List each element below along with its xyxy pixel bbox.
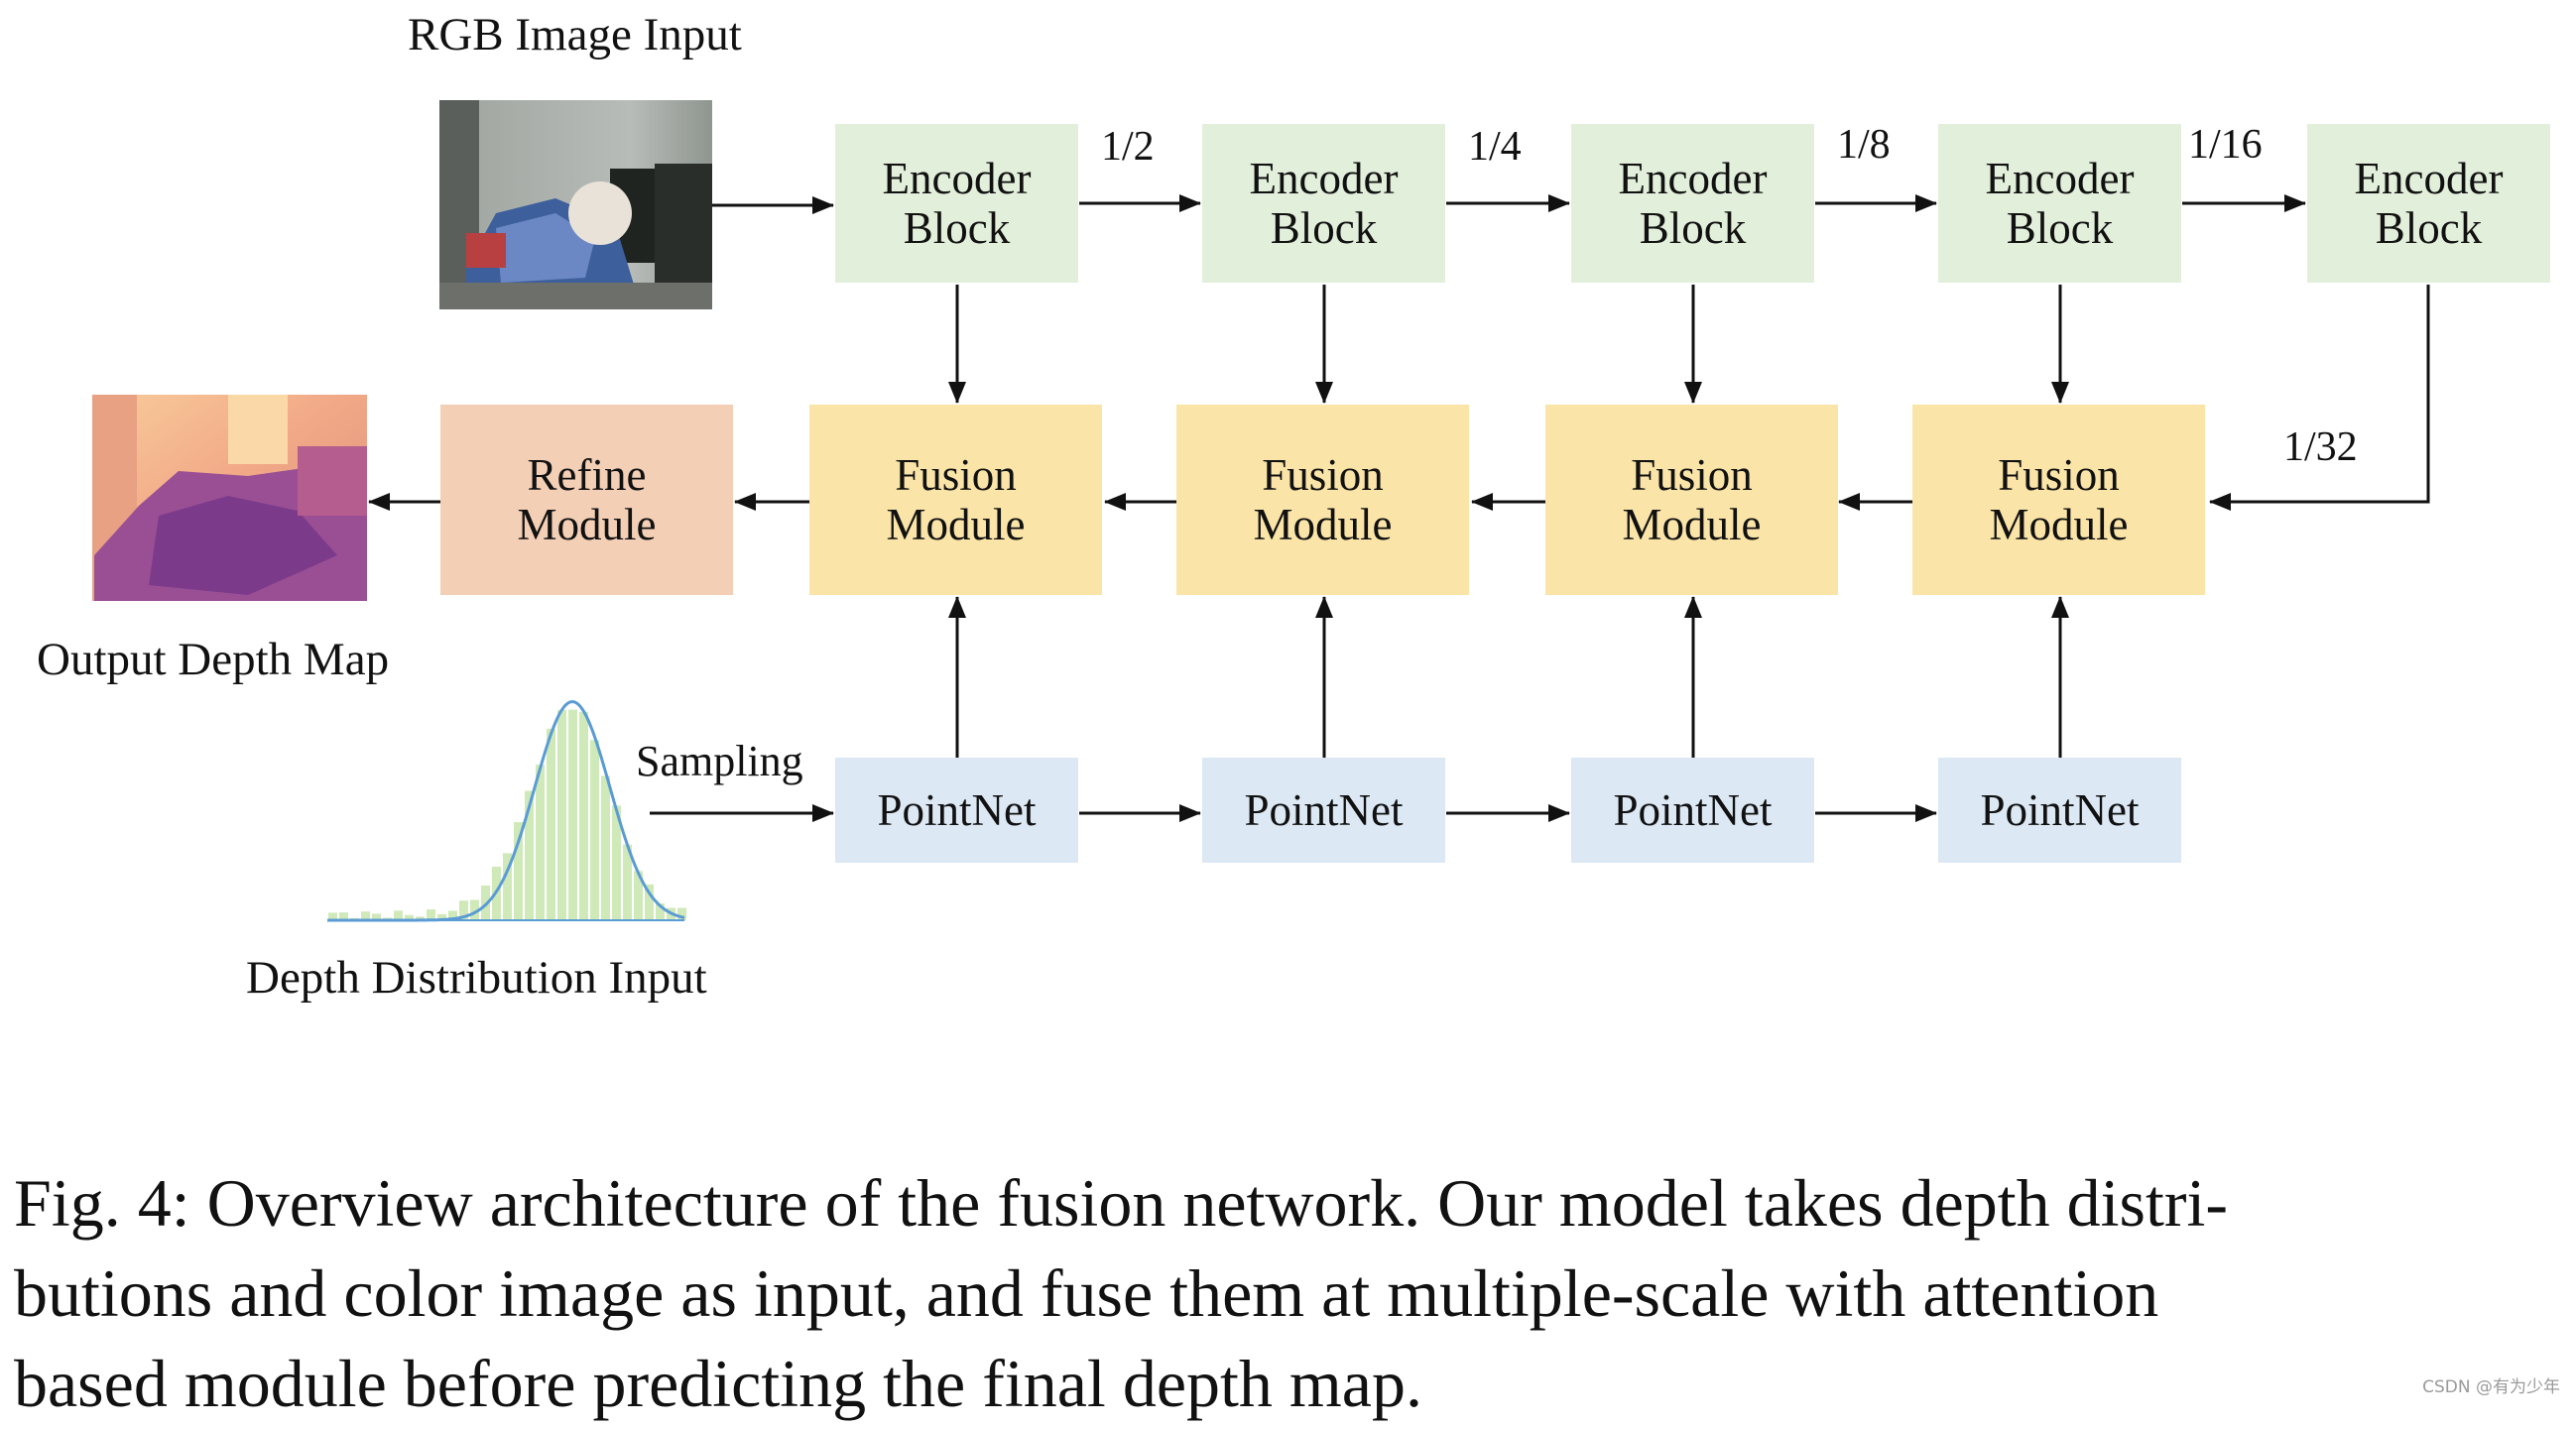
histogram-bar: [677, 907, 686, 920]
encoder-label-line1: Encoder: [1249, 153, 1399, 203]
caption-line-2: butions and color image as input, and fu…: [14, 1255, 2159, 1331]
encoder-label-line2: Block: [903, 203, 1011, 253]
encoder-label-line1: Encoder: [882, 153, 1032, 203]
histogram-bar: [634, 871, 643, 920]
histogram-bar: [405, 914, 414, 920]
histogram-bar: [590, 740, 599, 920]
encoder-label-line2: Block: [1270, 203, 1378, 253]
pointnet-block-4: PointNet: [1938, 758, 2181, 863]
caption-line-3: based module before predicting the final…: [14, 1346, 1422, 1421]
watermark: CSDN @有为少年: [2422, 1377, 2560, 1397]
histogram-bar: [612, 805, 621, 920]
scale-label-1-2: 1/2: [1101, 124, 1155, 170]
figure-caption: Fig. 4: Overview architecture of the fus…: [14, 1158, 2568, 1429]
histogram-bar: [361, 911, 370, 920]
histogram-bar: [579, 711, 588, 920]
pointnet-block-2: PointNet: [1202, 758, 1445, 863]
scale-label-1-8: 1/8: [1837, 122, 1891, 168]
encoder-label-line1: Encoder: [2354, 153, 2504, 203]
histogram-bar: [328, 912, 337, 920]
depth-distribution-label: Depth Distribution Input: [246, 952, 707, 1004]
scale-label-1-32: 1/32: [2283, 424, 2358, 470]
histogram-bar: [536, 765, 545, 920]
histogram-bar: [645, 884, 654, 920]
fusion-label-line2: Module: [1622, 500, 1762, 549]
fusion-label-line2: Module: [1253, 500, 1393, 549]
pointnet-block-1: PointNet: [835, 758, 1078, 863]
histogram-bar: [339, 912, 348, 920]
encoder-label-line1: Encoder: [1618, 153, 1768, 203]
histogram-bar: [514, 822, 523, 920]
histogram-bar: [503, 853, 512, 920]
histogram-bar: [416, 916, 425, 920]
refine-label-line2: Module: [517, 500, 657, 549]
histogram-bar: [547, 728, 555, 920]
pointnet-block-3: PointNet: [1571, 758, 1814, 863]
fusion-label-line1: Fusion: [1262, 449, 1384, 500]
fusion-label-line1: Fusion: [1998, 449, 2120, 500]
histogram-bar: [372, 913, 381, 920]
histogram-bar: [448, 910, 457, 920]
histogram-bar: [394, 910, 403, 920]
encoder-label-line2: Block: [1639, 203, 1747, 253]
output-depth-label: Output Depth Map: [37, 634, 390, 685]
rgb-input-label: RGB Image Input: [408, 9, 742, 60]
histogram-bar: [427, 909, 435, 920]
output-depth-map-image: [92, 395, 367, 601]
histogram-bar: [623, 844, 632, 920]
caption-line-1: Fig. 4: Overview architecture of the fus…: [14, 1165, 2229, 1241]
rgb-image-thumbnail: [439, 100, 712, 309]
fusion-label-line1: Fusion: [895, 449, 1017, 500]
histogram-bar: [557, 709, 566, 920]
histogram-bar: [568, 709, 577, 920]
fusion-label-line1: Fusion: [1631, 449, 1753, 500]
histogram-bar: [470, 899, 479, 920]
sampling-label: Sampling: [636, 737, 803, 785]
histogram-bar: [601, 775, 610, 920]
scale-label-1-4: 1/4: [1468, 124, 1522, 170]
encoder-label-line1: Encoder: [1985, 153, 2135, 203]
arrow-enc5-fusion4: [2209, 285, 2430, 511]
histogram-bar: [459, 900, 468, 920]
histogram-bar: [437, 913, 446, 920]
depth-distribution-histogram: [327, 700, 686, 922]
encoder-label-line2: Block: [2006, 203, 2114, 253]
encoder-label-line2: Block: [2375, 203, 2483, 253]
histogram-bar: [525, 790, 534, 920]
fusion-label-line2: Module: [1989, 500, 2129, 549]
scale-label-1-16: 1/16: [2188, 122, 2263, 168]
histogram-bar: [656, 903, 665, 920]
refine-label-line1: Refine: [527, 449, 647, 500]
fusion-label-line2: Module: [886, 500, 1026, 549]
